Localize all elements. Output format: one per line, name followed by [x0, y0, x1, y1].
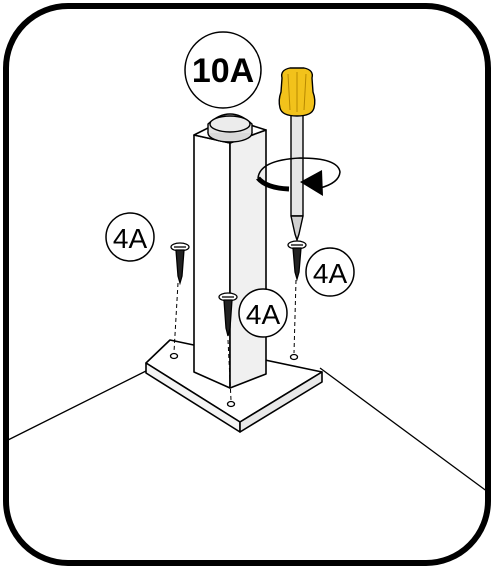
- screw-front: [218, 292, 238, 337]
- screw-left: [170, 242, 190, 286]
- plate-holes: [169, 352, 299, 408]
- screwdriver: [278, 67, 316, 241]
- hole-left: [169, 352, 179, 360]
- post-cap: [207, 113, 253, 143]
- hole-front: [226, 400, 236, 408]
- callout-screw-left: 4A: [105, 212, 155, 262]
- screw-right: [287, 240, 307, 282]
- callout-post: 10A: [184, 31, 262, 109]
- label-4A-right: 4A: [313, 258, 348, 289]
- post: [193, 117, 267, 389]
- floor-lines: [7, 364, 489, 493]
- label-4A-left: 4A: [113, 223, 148, 254]
- screwdriver-shaft: [290, 109, 304, 217]
- label-4A-front: 4A: [246, 299, 281, 330]
- guide-lines: [173, 279, 297, 401]
- callout-screw-right: 4A: [305, 247, 355, 297]
- label-10A: 10A: [192, 52, 254, 90]
- callout-screw-front: 4A: [238, 288, 288, 338]
- clockwise-arrow-icon: [256, 157, 341, 196]
- hole-right: [289, 353, 299, 361]
